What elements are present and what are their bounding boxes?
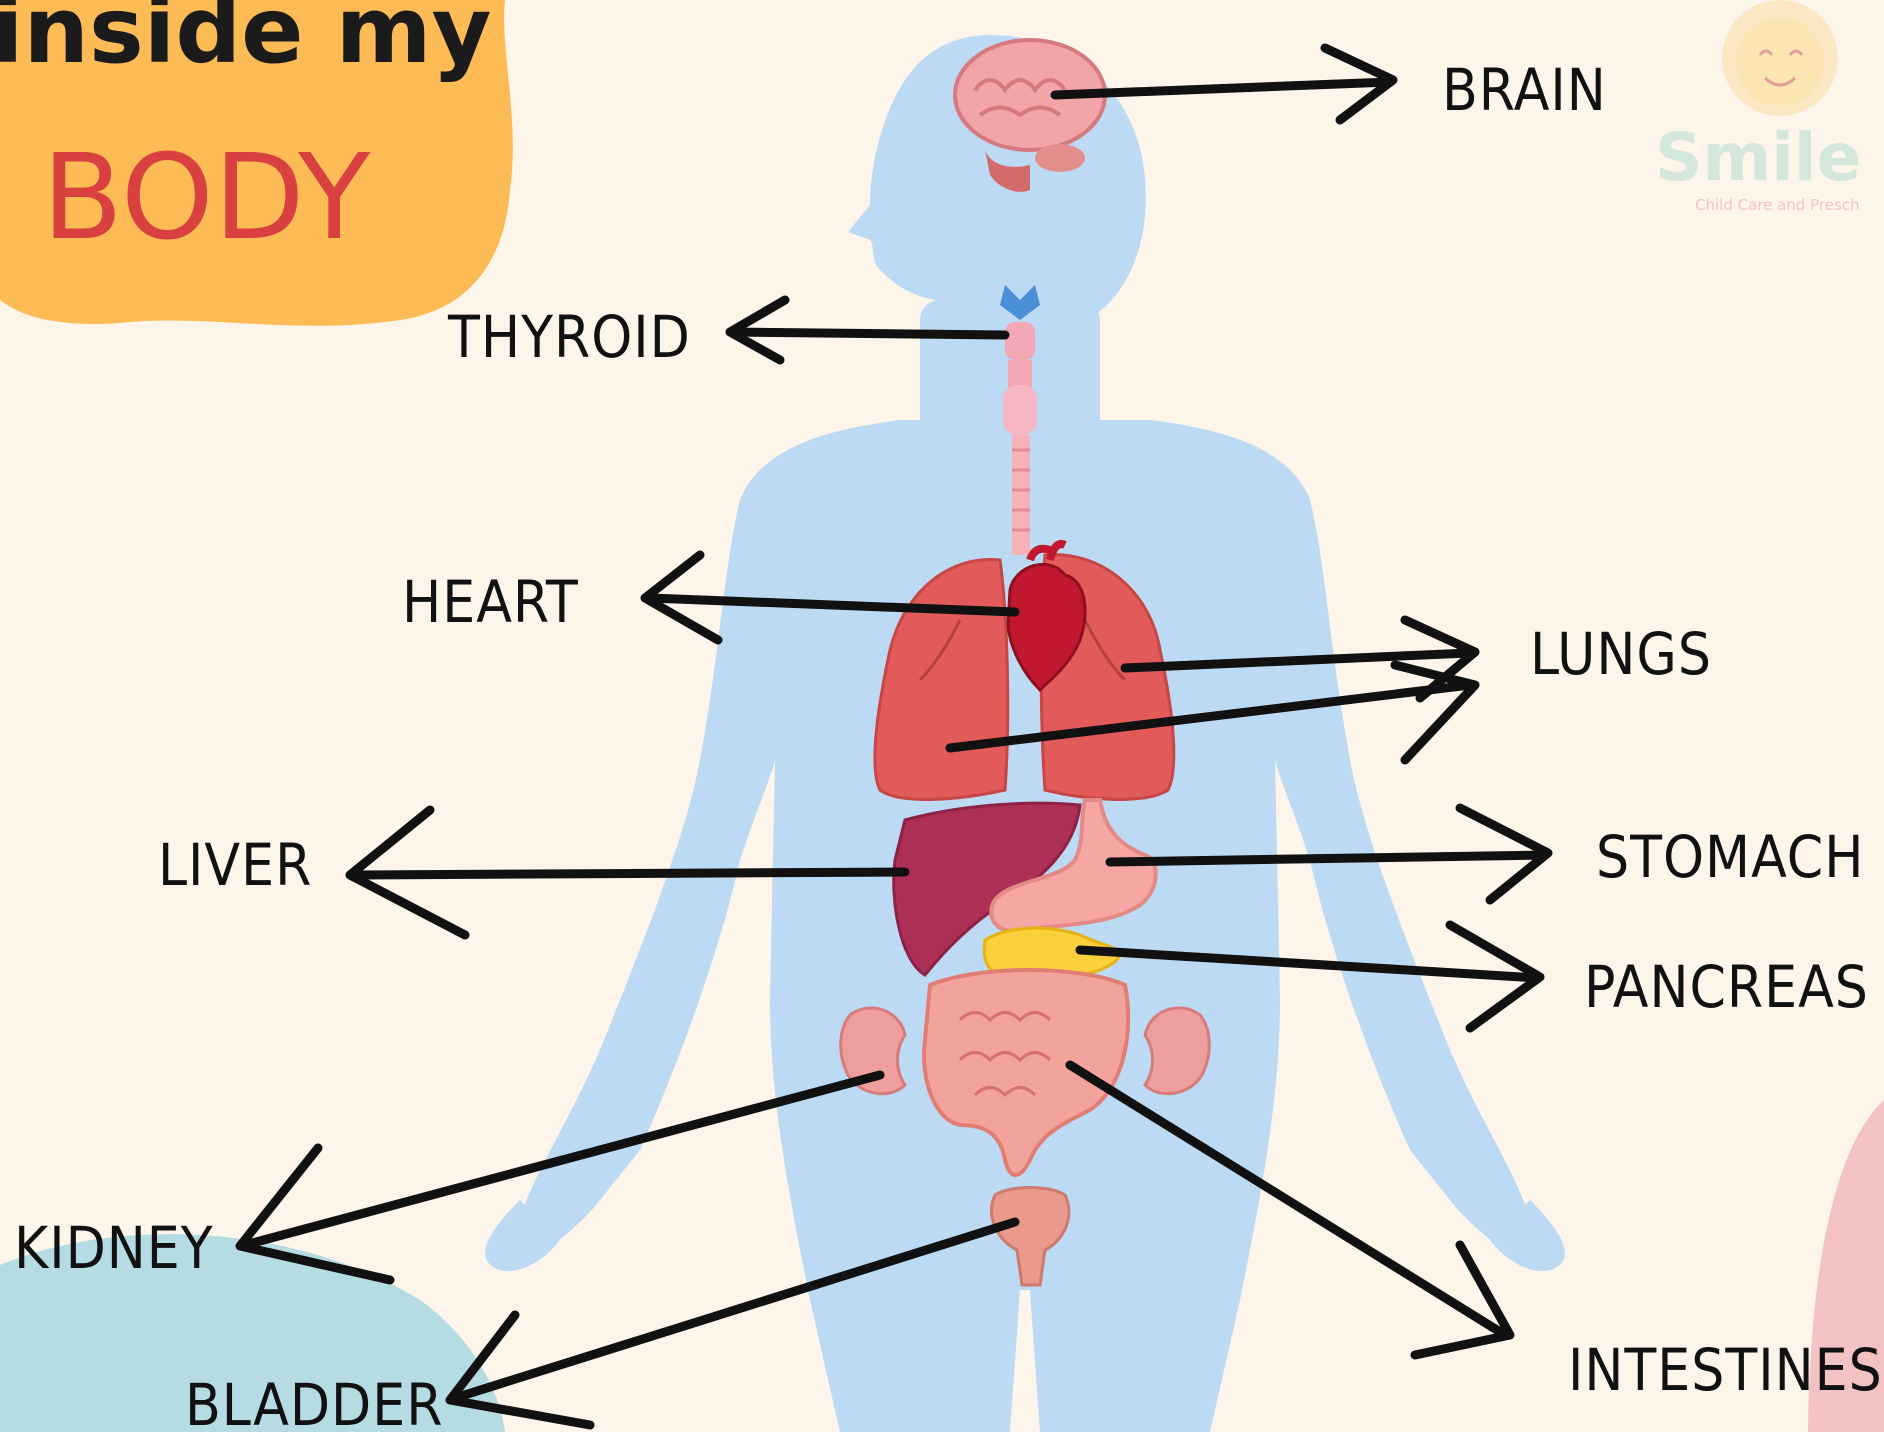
title-badge: inside my BODY: [0, 0, 513, 326]
label-thyroid: THYROID: [447, 303, 691, 371]
label-pancreas: PANCREAS: [1584, 953, 1869, 1021]
logo: Smile Child Care and Presch: [1655, 0, 1861, 214]
label-brain: BRAIN: [1442, 56, 1607, 124]
label-intestines: INTESTINES: [1568, 1336, 1883, 1404]
title-line-1: inside my: [0, 0, 491, 84]
label-kidney: KIDNEY: [14, 1214, 214, 1282]
label-liver: LIVER: [158, 831, 312, 899]
label-stomach: STOMACH: [1596, 823, 1864, 891]
label-bladder: BLADDER: [185, 1371, 443, 1432]
title-line-2: BODY: [42, 128, 371, 266]
label-heart: HEART: [402, 568, 579, 636]
logo-tagline: Child Care and Presch: [1695, 196, 1860, 214]
sun-icon: [1722, 0, 1838, 116]
logo-word: Smile: [1655, 119, 1861, 196]
label-lungs: LUNGS: [1530, 620, 1712, 688]
